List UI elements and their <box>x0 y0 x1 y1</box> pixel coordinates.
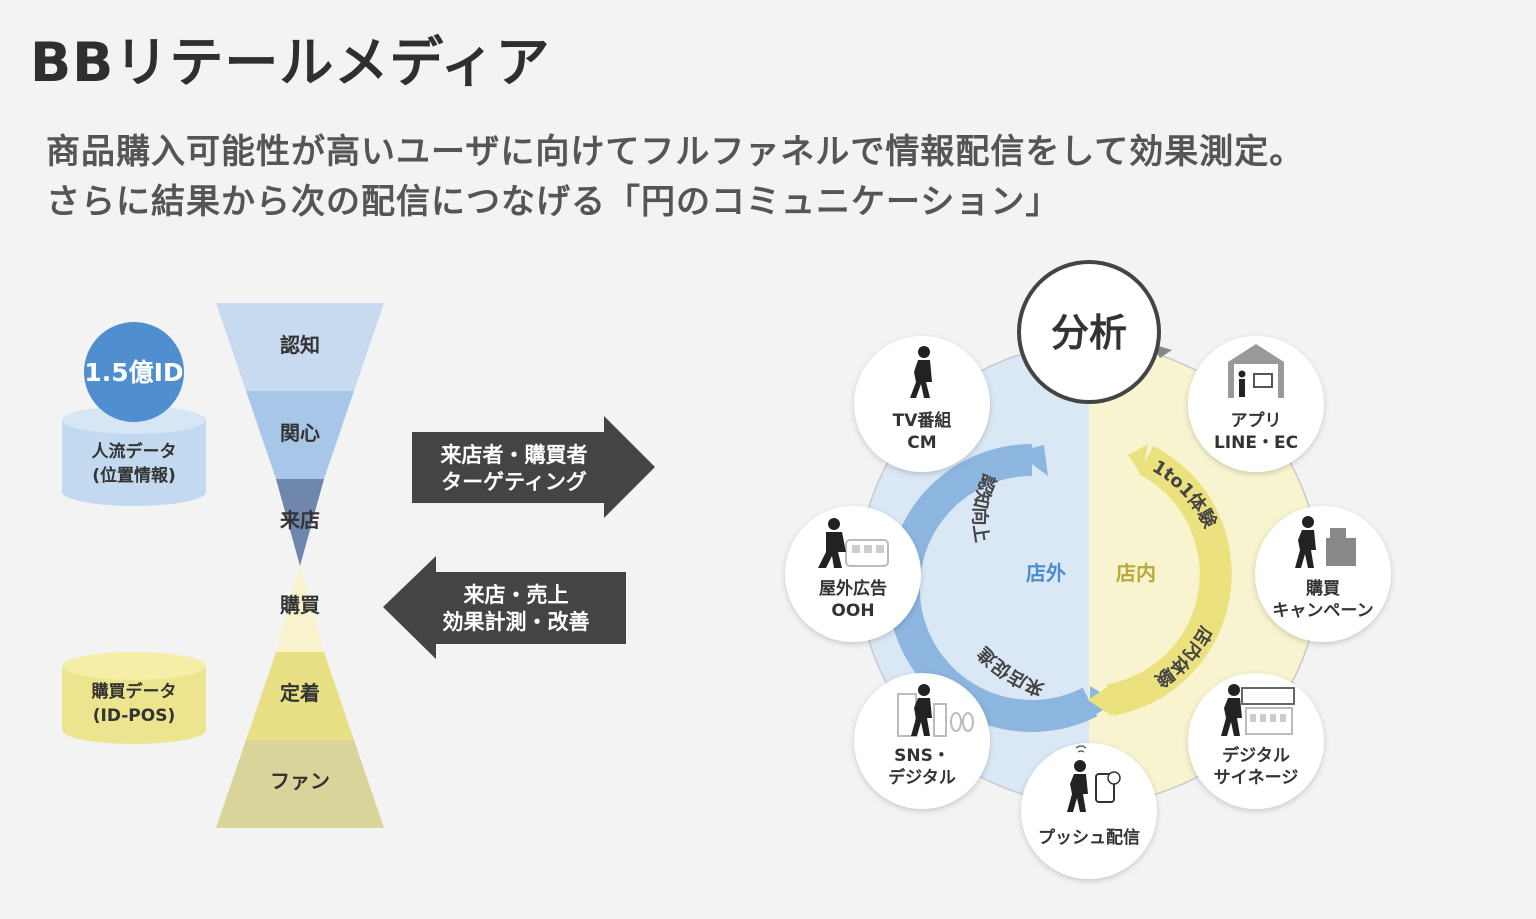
node-signage-line1: デジタル <box>1222 745 1290 766</box>
node-sns-line2: デジタル <box>888 767 956 788</box>
flow-data-sublabel: (位置情報) <box>92 465 176 486</box>
pos-data-sublabel: (ID-POS) <box>93 706 176 726</box>
node-sns: SNS・ デジタル <box>854 673 990 809</box>
outside-store-label: 店外 <box>1026 561 1066 585</box>
funnel-hourglass: 認知 関心 来店 購買 定着 ファン <box>216 303 384 828</box>
funnel-stage-retention <box>246 652 354 740</box>
node-app-line2: LINE・EC <box>1214 433 1298 453</box>
funnel-label-fan: ファン <box>270 769 330 793</box>
store-app-icon <box>1228 344 1284 398</box>
targeting-arrow-line2: ターゲティング <box>441 470 587 494</box>
node-outdoor-line1: 屋外広告 <box>819 578 887 599</box>
node-campaign-line2: キャンペーン <box>1272 601 1373 621</box>
funnel-label-awareness: 認知 <box>280 333 320 357</box>
analysis-node: 分析 <box>1017 260 1161 404</box>
subtitle-line-2: さらに結果から次の配信につなげる「円のコミュニケーション」 <box>46 182 1061 222</box>
inside-store-label: 店内 <box>1116 561 1156 585</box>
measurement-arrow: 来店・売上 効果計測・改善 <box>383 556 626 659</box>
funnel-stage-interest <box>246 391 354 479</box>
node-tv-line2: CM <box>907 433 936 453</box>
node-campaign-line1: 購買 <box>1306 578 1340 599</box>
node-tv-line1: TV番組 <box>893 410 952 431</box>
node-campaign: 購買 キャンペーン <box>1255 506 1391 642</box>
measurement-arrow-line1: 来店・売上 <box>464 583 569 607</box>
flow-data-label: 人流データ <box>92 441 177 462</box>
person-city-icon <box>897 684 974 737</box>
targeting-arrow-line1: 来店者・購買者 <box>441 443 588 467</box>
person-signage-icon <box>1221 684 1295 736</box>
id-badge: 1.5億ID <box>84 322 184 422</box>
node-tv: TV番組 CM <box>854 336 990 472</box>
funnel-label-interest: 関心 <box>280 421 320 445</box>
node-push-line1: プッシュ配信 <box>1038 827 1140 848</box>
node-app-line1: アプリ <box>1231 410 1282 431</box>
funnel-label-purchase: 購買 <box>280 593 320 617</box>
subtitle-line-1: 商品購入可能性が高いユーザに向けてフルファネルで情報配信をして効果測定。 <box>46 132 1305 172</box>
funnel-stage-visit <box>276 479 324 566</box>
node-push: プッシュ配信 <box>1021 743 1157 879</box>
node-outdoor-line2: OOH <box>831 601 874 621</box>
flow-data-cylinder: 人流データ (位置情報) <box>62 406 206 506</box>
node-outdoor: 屋外広告 OOH <box>785 506 921 642</box>
node-app: アプリ LINE・EC <box>1188 336 1324 472</box>
person-phone-icon <box>1067 745 1121 812</box>
person-walking-icon <box>910 346 932 398</box>
analysis-label: 分析 <box>1051 311 1127 355</box>
node-signage: デジタル サイネージ <box>1188 673 1324 809</box>
funnel-stage-fan <box>216 740 384 828</box>
page-title: BBリテールメディア <box>30 31 551 94</box>
node-signage-line2: サイネージ <box>1214 768 1299 788</box>
funnel-label-visit: 来店 <box>279 508 320 532</box>
person-train-icon <box>818 518 889 568</box>
person-register-icon <box>1295 516 1356 568</box>
funnel-label-retention: 定着 <box>280 681 320 705</box>
funnel-stage-purchase <box>276 566 324 652</box>
targeting-arrow: 来店者・購買者 ターゲティング <box>412 416 655 518</box>
pos-data-label: 購買データ <box>92 681 177 702</box>
measurement-arrow-line2: 効果計測・改善 <box>443 610 590 634</box>
node-sns-line1: SNS・ <box>894 746 950 766</box>
pos-data-cylinder: 購買データ (ID-POS) <box>62 652 206 744</box>
id-badge-label: 1.5億ID <box>84 358 183 387</box>
funnel-stage-awareness <box>216 303 384 391</box>
